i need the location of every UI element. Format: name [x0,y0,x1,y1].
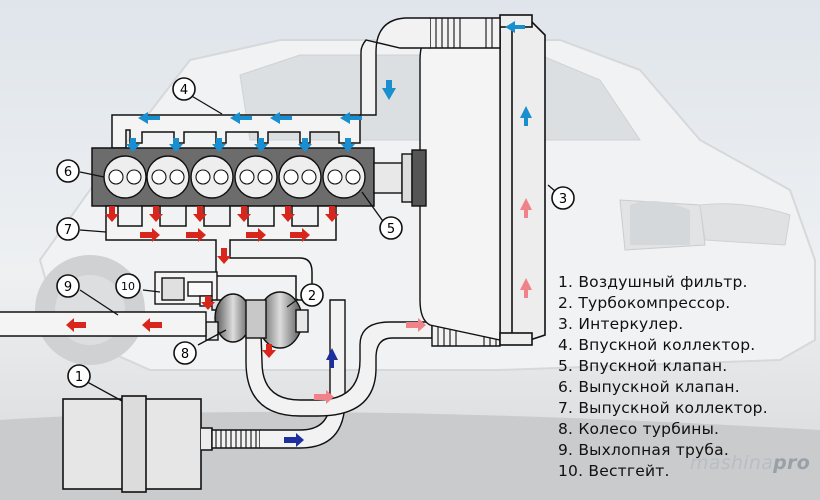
callout-8-label: 8 [181,347,189,362]
callout-3-label: 3 [559,192,567,207]
legend-item-intercooler: 3. Интеркулер. [558,315,684,333]
callout-7: 7 [56,217,80,241]
air-filter [62,395,213,493]
legend-item-turbine-wheel: 8. Колесо турбины. [558,420,720,438]
callout-6: 6 [56,159,80,183]
callout-4: 4 [172,77,196,101]
callout-6-label: 6 [64,165,72,180]
callout-10-label: 10 [121,280,135,293]
air-flow-arrows [126,21,532,152]
legend-item-exhaust-pipe: 9. Выхлопная труба. [558,441,729,459]
intercooler-upper-hose [360,17,501,116]
intercooler [419,14,546,346]
legend-item-air-filter: 1. Воздушный фильтр. [558,273,748,291]
callout-10: 10 [115,273,141,299]
legend-item-wastegate: 10. Вестгейт. [558,462,670,480]
callout-5: 5 [379,216,403,240]
exhaust-flow-arrows [66,206,339,358]
legend-item-intake-valve: 5. Впускной клапан. [558,357,728,375]
callout-5-label: 5 [387,222,395,237]
callout-2-label: 2 [308,289,316,304]
callout-9: 9 [56,274,80,298]
turbocharger [154,271,309,349]
intake-air-arrows [284,348,338,447]
callout-3: 3 [551,186,575,210]
intake-hose [211,299,346,449]
exhaust-pipe [0,311,207,337]
compressed-air-arrows [314,198,532,404]
watermark-part2: pro [773,452,811,474]
legend-item-exhaust-manifold: 7. Выпускной коллектор. [558,399,768,417]
callout-8: 8 [173,341,197,365]
callout-7-label: 7 [64,223,72,238]
watermark-part1: mashina [690,452,774,474]
callout-1: 1 [67,364,91,388]
callouts: 1 2 3 4 5 6 7 8 9 10 [56,77,575,388]
engine-block [91,147,427,207]
callout-9-label: 9 [64,280,72,295]
callout-4-label: 4 [180,83,188,98]
legend-item-exhaust-valve: 6. Выпускной клапан. [558,378,740,396]
watermark-logo: mashinapro [690,452,810,474]
legend: 1. Воздушный фильтр. 2. Турбокомпрессор.… [558,272,768,482]
charge-pipe [245,304,433,417]
legend-item-turbocharger: 2. Турбокомпрессор. [558,294,731,312]
callout-1-label: 1 [75,370,83,385]
legend-item-intake-manifold: 4. Впускной коллектор. [558,336,756,354]
callout-2: 2 [300,283,324,307]
